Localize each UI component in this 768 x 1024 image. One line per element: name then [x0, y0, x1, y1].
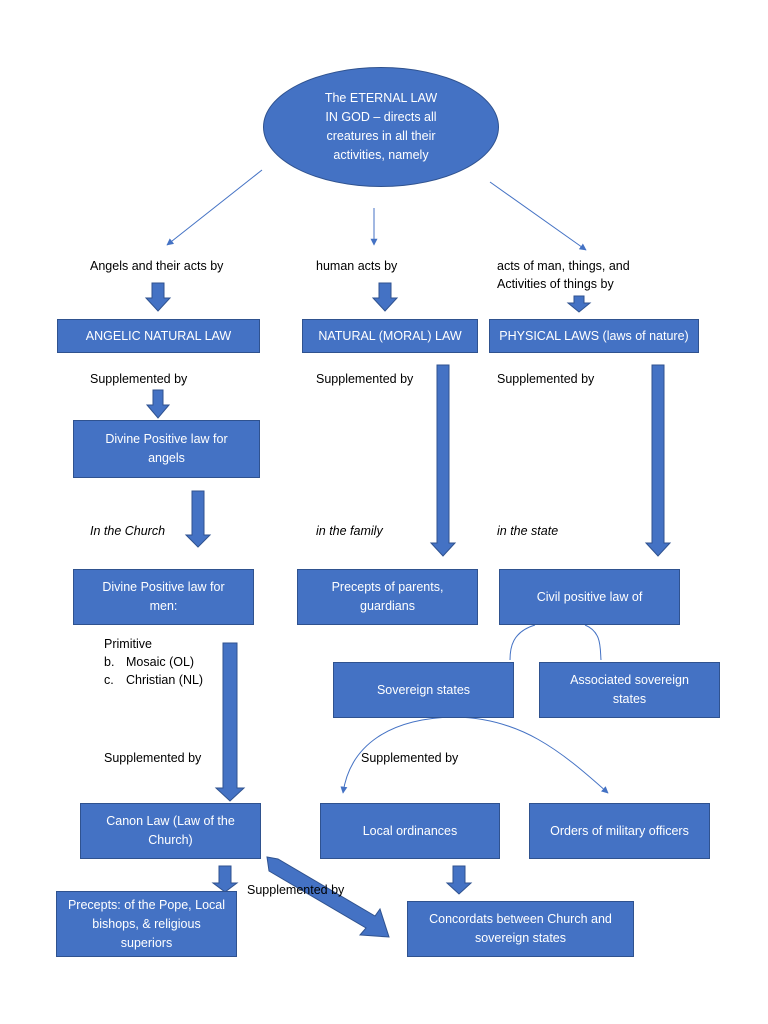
list-item-christian: c.Christian (NL) — [104, 673, 204, 687]
label-supplemented-angelic: Supplemented by — [90, 372, 188, 386]
box-local-ordinances: Local ordinances — [320, 803, 500, 859]
block-arrow-natural-law-down — [429, 364, 457, 557]
label-in-the-church: In the Church — [90, 524, 166, 538]
box-precepts-parents: Precepts of parents, guardians — [297, 569, 478, 625]
block-arrow-human — [371, 282, 399, 312]
label-human: human acts by — [316, 259, 398, 273]
box-divine-positive-men: Divine Positive law for men: — [73, 569, 254, 625]
block-arrow-divine-men-down — [214, 642, 246, 802]
label-supplemented-natural: Supplemented by — [316, 372, 414, 386]
block-arrow-local-down — [445, 865, 473, 895]
arrow-to-angels — [166, 169, 263, 246]
block-arrow-canon-to-concordats — [266, 856, 390, 938]
curve-sovereign-to-local — [340, 716, 456, 794]
box-divine-positive-angels: Divine Positive law for angels — [73, 420, 260, 478]
block-arrow-angels — [144, 282, 172, 312]
block-arrow-canon-down — [211, 865, 239, 893]
label-in-the-state: in the state — [497, 524, 559, 538]
block-arrow-physical-down — [644, 364, 672, 557]
label-supplemented-divine-men: Supplemented by — [104, 751, 202, 765]
divine-law-types-list: Primitive b.Mosaic (OL) c.Christian (NL) — [104, 635, 203, 689]
box-orders-military-officers: Orders of military officers — [529, 803, 710, 859]
eternal-law-node: The ETERNAL LAW IN GOD – directs all cre… — [263, 67, 499, 187]
box-associated-sovereign-states: Associated sovereign states — [539, 662, 720, 718]
list-item-primitive: Primitive — [104, 637, 152, 651]
eternal-law-text: The ETERNAL LAW IN GOD – directs all cre… — [324, 91, 438, 162]
block-arrow-physical — [566, 295, 592, 313]
box-concordats: Concordats between Church and sovereign … — [407, 901, 634, 957]
list-item-mosaic: b.Mosaic (OL) — [104, 655, 195, 669]
box-sovereign-states: Sovereign states — [333, 662, 514, 718]
box-precepts-pope: Precepts: of the Pope, Local bishops, & … — [56, 891, 237, 957]
label-supplemented-physical: Supplemented by — [497, 372, 595, 386]
label-supplemented-canon: Supplemented by — [247, 883, 345, 897]
arrow-to-physical — [489, 181, 587, 251]
label-physical-1: acts of man, things, and — [497, 259, 630, 273]
block-arrow-angelic-supp — [145, 389, 171, 419]
box-physical-laws: PHYSICAL LAWS (laws of nature) — [489, 319, 699, 353]
curve-sovereign-to-military — [454, 716, 609, 794]
curve-civil-to-sovereign — [509, 624, 536, 661]
label-supplemented-sovereign: Supplemented by — [361, 751, 459, 765]
block-arrow-divine-angels-down — [184, 490, 212, 548]
label-physical-2: Activities of things by — [497, 277, 614, 291]
curve-civil-to-associated — [584, 624, 602, 661]
box-angelic-natural-law: ANGELIC NATURAL LAW — [57, 319, 260, 353]
box-natural-moral-law: NATURAL (MORAL) LAW — [302, 319, 478, 353]
box-canon-law: Canon Law (Law of the Church) — [80, 803, 261, 859]
box-civil-positive-law: Civil positive law of — [499, 569, 680, 625]
label-in-the-family: in the family — [316, 524, 383, 538]
label-angels: Angels and their acts by — [90, 259, 224, 273]
